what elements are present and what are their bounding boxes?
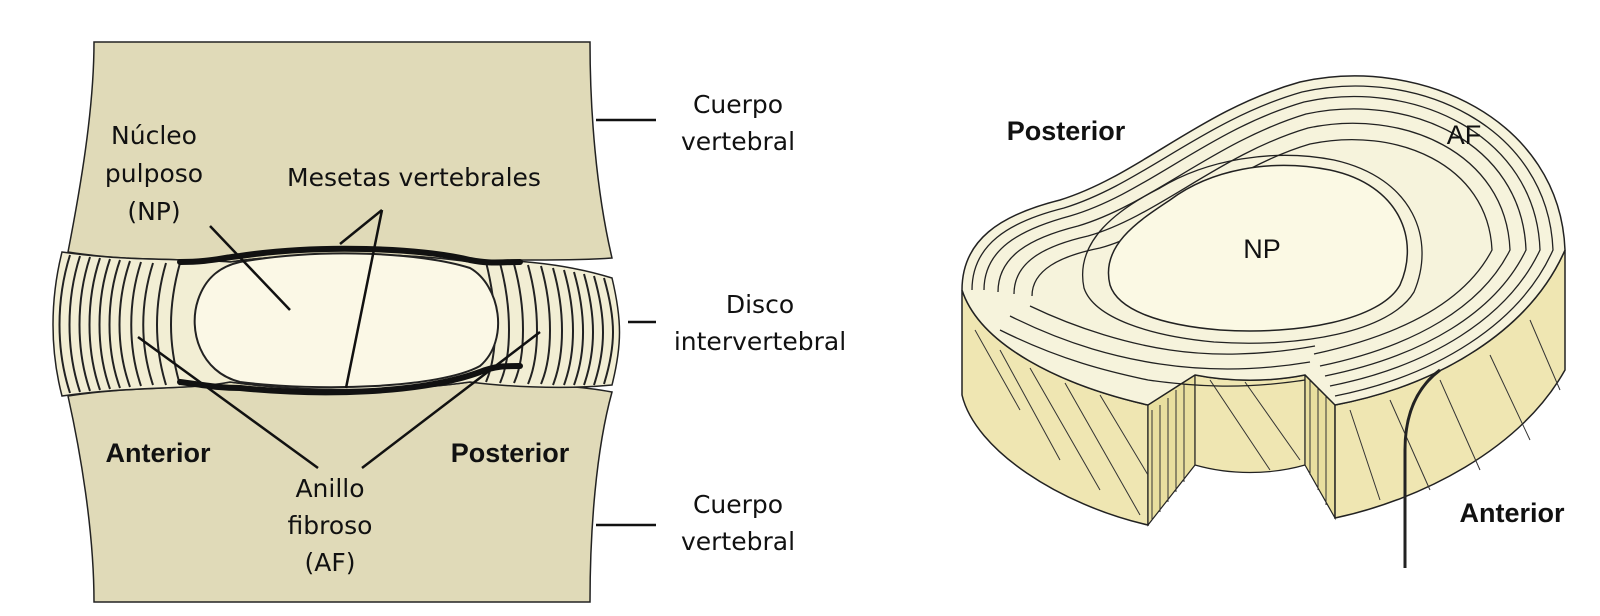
label-anillo-line2: fibroso — [288, 511, 373, 540]
label-nucleo-line2: pulposo — [105, 159, 203, 188]
nucleus-pulposus-top — [1107, 164, 1408, 332]
upper-endplate — [177, 245, 523, 266]
label-posterior-left: Posterior — [451, 438, 570, 468]
annulus-lamellae — [971, 85, 1554, 397]
sagittal-section-diagram: Núcleo pulposo (NP) Mesetas vertebrales … — [52, 41, 846, 603]
label-anterior-right: Anterior — [1459, 498, 1565, 528]
side-fiber-hatching — [974, 319, 1561, 520]
label-anillo-line3: (AF) — [305, 548, 356, 577]
annulus-rings-right — [485, 261, 614, 386]
label-disco-line2: intervertebral — [674, 327, 846, 356]
anterior-leader-line — [1403, 368, 1441, 568]
label-cuerpo-top-line2: vertebral — [681, 127, 795, 156]
nucleus-pulposus-shape — [193, 252, 500, 389]
label-posterior-right: Posterior — [1007, 116, 1126, 146]
label-anterior-left: Anterior — [105, 438, 211, 468]
upper-vertebral-body — [67, 41, 613, 263]
leader-lines-left — [137, 118, 656, 527]
label-mesetas: Mesetas vertebrales — [287, 163, 541, 192]
label-nucleo-line3: (NP) — [127, 197, 180, 226]
label-cuerpo-bot-line1: Cuerpo — [693, 490, 783, 519]
annulus-rings-left — [58, 254, 181, 394]
disc-3d-diagram: Posterior AF NP Anterior — [961, 75, 1566, 568]
label-disco-line1: Disco — [726, 290, 794, 319]
label-anillo-line1: Anillo — [295, 474, 364, 503]
nucleus-inner-ring — [1082, 154, 1423, 344]
label-cuerpo-bot-line2: vertebral — [681, 527, 795, 556]
label-cuerpo-top-line1: Cuerpo — [693, 90, 783, 119]
label-nucleo-line1: Núcleo — [111, 121, 197, 150]
label-af: AF — [1447, 120, 1482, 150]
label-np: NP — [1243, 234, 1281, 264]
